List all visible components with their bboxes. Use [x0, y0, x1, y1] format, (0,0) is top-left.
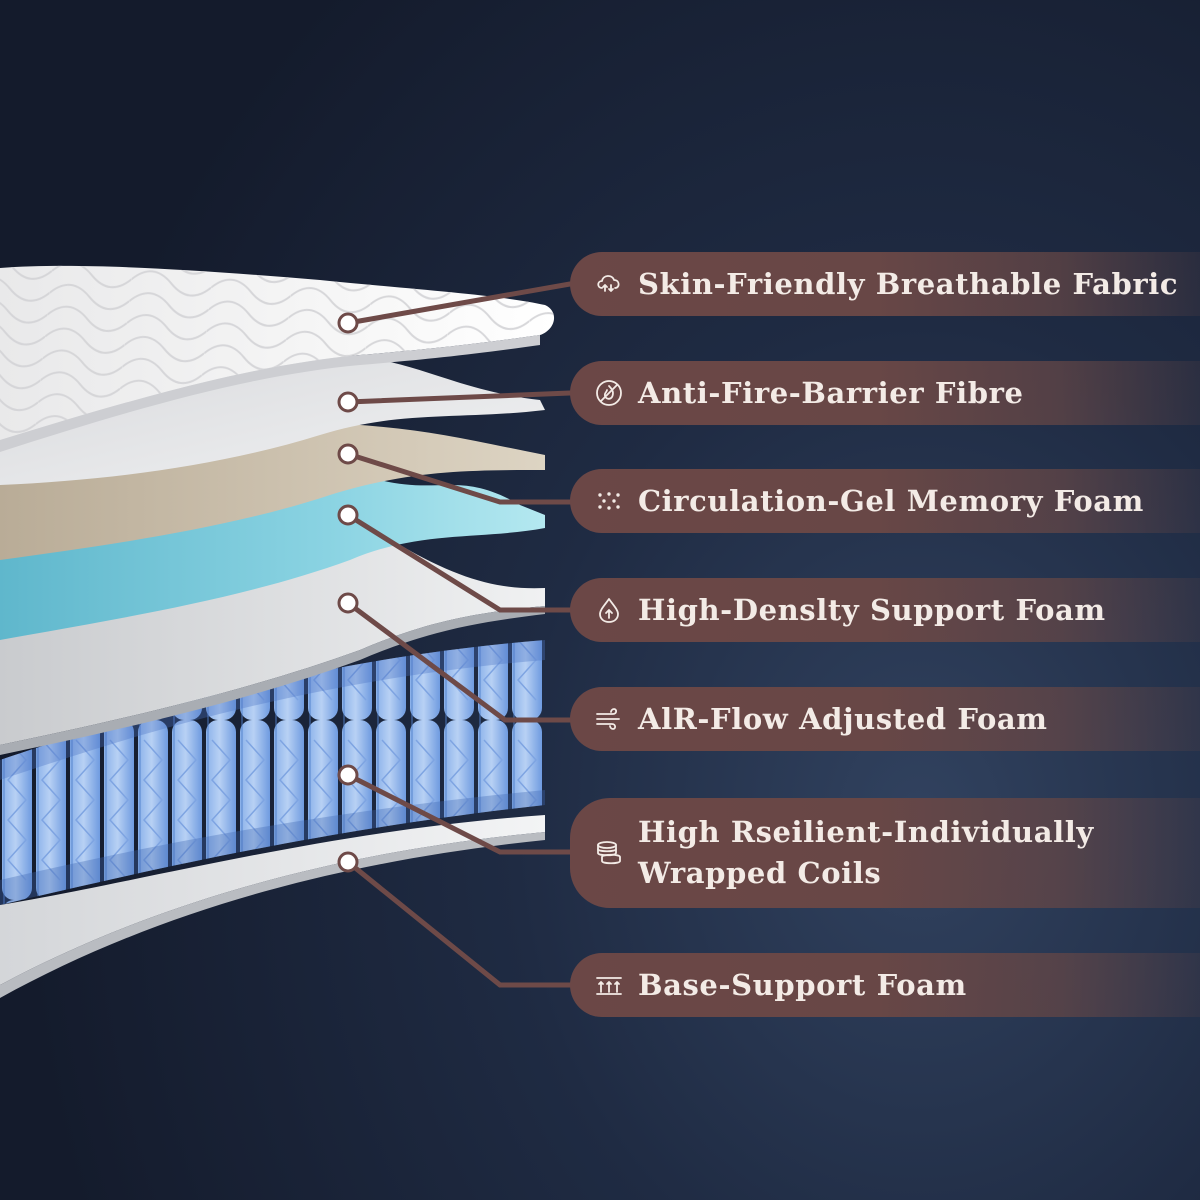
label-text: Anti-Fire-Barrier Fibre [638, 375, 1024, 410]
coil-block [0, 640, 545, 905]
label-line-2: Wrapped Coils [638, 856, 882, 890]
air-flow-icon [592, 702, 626, 736]
label-base-foam: Base-Support Foam [570, 953, 1200, 1017]
marker-dots [337, 312, 359, 873]
marker-dot [337, 592, 359, 614]
marker-dot [337, 443, 359, 465]
connector-lines [345, 281, 573, 988]
label-text: Base-Support Foam [638, 967, 967, 1002]
label-text: Circulation-Gel Memory Foam [638, 483, 1144, 518]
label-line-1: High Rseilient-Individually [638, 815, 1094, 849]
marker-dot [337, 504, 359, 526]
label-air-flow-foam: AlR-Flow Adjusted Foam [570, 687, 1200, 751]
breathable-cloud-icon [592, 267, 626, 301]
gel-dots-icon [592, 484, 626, 518]
label-breathable-fabric: Skin-Friendly Breathable Fabric [570, 252, 1200, 316]
label-support-foam: High-Denslty Support Foam [570, 578, 1200, 642]
label-text: AlR-Flow Adjusted Foam [638, 701, 1048, 736]
base-support-icon [592, 968, 626, 1002]
marker-dot [337, 851, 359, 873]
label-text: Skin-Friendly Breathable Fabric [638, 266, 1179, 301]
label-wrapped-coils: High Rseilient-Individually Wrapped Coil… [570, 798, 1200, 908]
base-support-foam-layer [0, 815, 545, 985]
air-flow-foam-edge [0, 606, 545, 755]
label-fire-barrier: Anti-Fire-Barrier Fibre [570, 361, 1200, 425]
coil-stack-icon [592, 836, 626, 870]
marker-dot [337, 312, 359, 334]
no-fire-icon [592, 376, 626, 410]
label-gel-memory-foam: Circulation-Gel Memory Foam [570, 469, 1200, 533]
label-text: High Rseilient-Individually Wrapped Coil… [638, 812, 1094, 894]
fire-barrier-layer [0, 355, 545, 485]
marker-dot [337, 391, 359, 413]
droplet-up-icon [592, 593, 626, 627]
label-text: High-Denslty Support Foam [638, 592, 1106, 627]
marker-dot [337, 764, 359, 786]
